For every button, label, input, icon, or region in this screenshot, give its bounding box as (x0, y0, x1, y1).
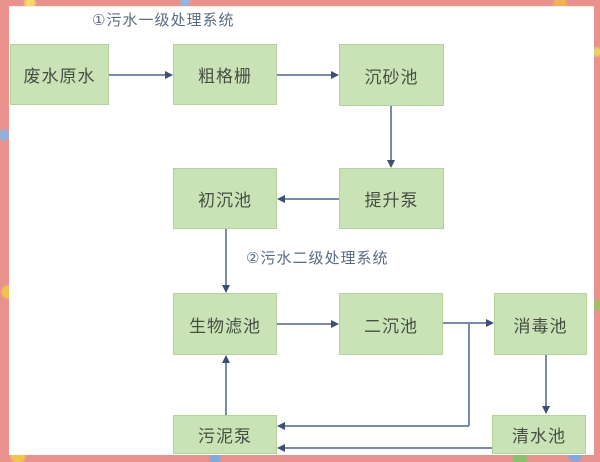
edge-secondary-to-sludge-horizontal-line (284, 425, 469, 427)
edge-bio-to-secondary-line (277, 323, 332, 325)
node-raw-wastewater: 废水原水 (10, 44, 109, 105)
edge-raw-to-coarse-line (109, 74, 166, 76)
node-secondary-sedimentation: 二沉池 (339, 293, 443, 355)
node-clear-water-tank: 清水池 (492, 415, 586, 454)
node-disinfection-tank: 消毒池 (494, 293, 587, 355)
edge-secondary-to-disinfect-line (443, 322, 487, 324)
node-lift-pump: 提升泵 (339, 168, 444, 229)
node-grit-chamber: 沉砂池 (339, 44, 444, 106)
edge-clear-to-sludge-line (284, 447, 492, 449)
edge-primary-to-bio-arrowhead-icon (222, 285, 230, 293)
edge-secondary-to-sludge-arrowhead-icon (277, 422, 285, 430)
edge-bio-to-secondary-arrowhead-icon (331, 320, 339, 328)
node-coarse-screen: 粗格栅 (173, 44, 277, 105)
node-biological-filter: 生物滤池 (173, 293, 277, 355)
edge-lift-to-primary-line (284, 198, 339, 200)
edge-grit-to-lift-line (390, 106, 392, 161)
node-primary-sedimentation: 初沉池 (173, 168, 277, 229)
edge-sludge-to-bio-arrowhead-icon (222, 355, 230, 363)
edge-grit-to-lift-arrowhead-icon (387, 160, 395, 168)
node-sludge-pump: 污泥泵 (173, 415, 277, 454)
edge-sludge-to-bio-line (225, 362, 227, 415)
edge-secondary-to-disinfect-arrowhead-icon (486, 319, 494, 327)
edge-coarse-to-grit-line (277, 74, 332, 76)
edge-raw-to-coarse-arrowhead-icon (165, 71, 173, 79)
edge-clear-to-sludge-arrowhead-icon (277, 444, 285, 452)
section-title-primary-system: ①污水一级处理系统 (92, 12, 235, 29)
edge-lift-to-primary-arrowhead-icon (277, 195, 285, 203)
section-title-secondary-system: ②污水二级处理系统 (246, 250, 389, 267)
edge-disinfect-to-clear-line (545, 355, 547, 407)
edge-coarse-to-grit-arrowhead-icon (331, 71, 339, 79)
edge-primary-to-bio-line (225, 229, 227, 286)
edge-secondary-to-sludge-vertical-line (468, 322, 470, 426)
edge-disinfect-to-clear-arrowhead-icon (542, 406, 550, 414)
